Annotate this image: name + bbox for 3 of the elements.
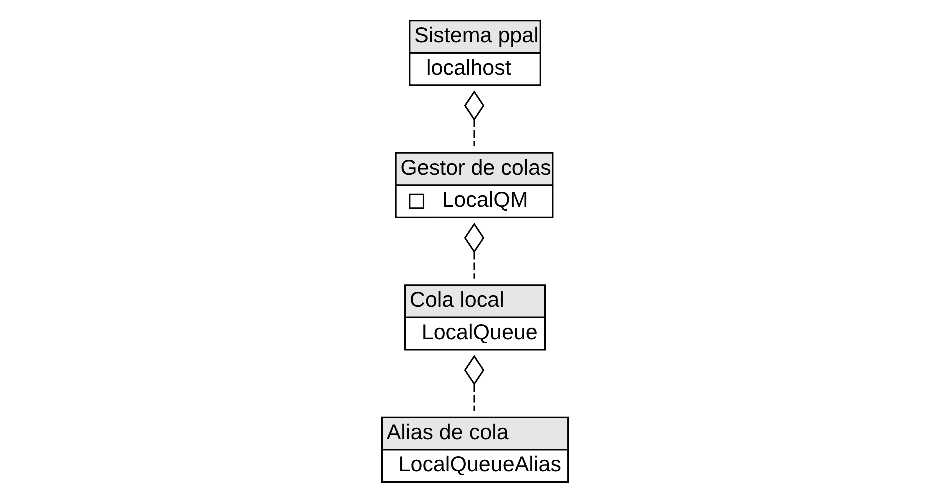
connector [464, 355, 484, 412]
connector [464, 90, 484, 147]
connector [464, 222, 484, 279]
